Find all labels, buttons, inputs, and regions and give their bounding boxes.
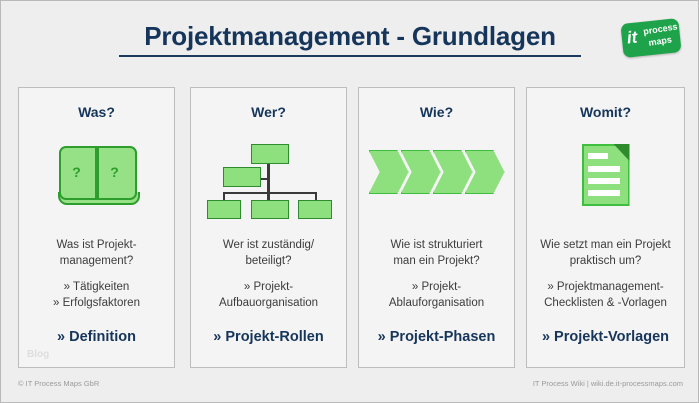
footer-copyright: © IT Process Maps GbR [18,379,100,388]
page-header: Projektmanagement - Grundlagen it proces… [1,1,698,77]
org-box-bottom-3 [297,200,332,219]
book-question-right: ? [110,164,119,180]
card-sublink[interactable]: » Projektmanagement- [547,281,664,294]
card-sublinks: » Projekt- Ablauforganisation [365,280,508,311]
logo-process-text: process [642,21,679,37]
card-sublink[interactable]: » Erfolgsfaktoren [53,296,140,309]
page-footer: © IT Process Maps GbR IT Process Wiki | … [1,370,698,402]
logo-maps-text: maps [647,34,673,48]
card-icon-area [359,136,514,228]
page-title: Projektmanagement - Grundlagen [119,21,581,58]
logo-it-text: it [625,27,639,48]
card-title: Womit? [579,104,632,120]
org-box-top [250,144,289,164]
org-connector-vertical-main [266,164,270,204]
card-sublink[interactable]: Aufbauorganisation [218,296,319,309]
blog-watermark: Blog [27,349,50,360]
card-title: Was? [78,104,115,120]
chevron-phases-icon [368,150,505,194]
page-title-text: Projektmanagement - Grundlagen [144,21,556,51]
document-text-line [587,153,608,159]
card-question-line1: Wie setzt man ein Projekt [540,239,671,251]
card-question: Was ist Projekt- management? [25,238,168,269]
card-title: Wie? [419,104,454,120]
chevron-1 [368,150,409,194]
org-connector-to-left-box [256,178,269,180]
org-connector-drop-left [222,192,225,202]
it-process-maps-logo[interactable]: it process maps [620,18,682,58]
org-connector-horizontal-bus [222,192,317,194]
book-question-left: ? [72,164,81,180]
document-text-line [587,178,620,184]
card-question: Wer ist zuständig/ beteiligt? [197,238,340,269]
document-text-line [587,166,620,172]
card-icon-area [191,136,346,228]
card-question-line2: beteiligt? [245,254,292,267]
card-title: Wer? [251,104,286,120]
card-womit[interactable]: Womit? Wie setzt man ein Projekt praktis… [526,87,685,368]
card-body: Wer ist zuständig/ beteiligt? » Projekt-… [197,238,340,311]
footer-source-link[interactable]: IT Process Wiki | wiki.de.it-processmaps… [532,379,683,388]
card-cta-link[interactable]: » Projekt-Vorlagen [541,329,670,345]
document-text-line [587,190,620,196]
card-wer[interactable]: Wer? [190,87,347,368]
card-cta-link[interactable]: » Projekt-Rollen [213,329,324,345]
card-grid: Was? ? ? Was ist Projekt- management? [1,87,698,370]
card-question-line1: Was ist Projekt- [56,239,137,251]
document-icon [581,144,630,206]
org-box-bottom-2 [250,200,289,219]
card-question-line2: praktisch um? [569,254,642,267]
card-cta-link[interactable]: » Projekt-Phasen [377,329,496,345]
card-sublinks: » Projektmanagement- Checklisten & -Vorl… [533,280,678,311]
card-sublink[interactable]: » Projekt- [243,281,294,294]
card-question-line2: man ein Projekt? [393,254,480,267]
open-book-icon: ? ? [57,144,140,206]
card-question: Wie ist strukturiert man ein Projekt? [365,238,508,269]
card-body: Wie ist strukturiert man ein Projekt? » … [365,238,508,311]
card-was[interactable]: Was? ? ? Was ist Projekt- management? [18,87,175,368]
card-body: Was ist Projekt- management? » Tätigkeit… [25,238,168,311]
card-sublink[interactable]: Ablauforganisation [388,296,485,309]
card-sublinks: » Projekt- Aufbauorganisation [197,280,340,311]
card-icon-area: ? ? [19,136,174,228]
card-wie[interactable]: Wie? Wie ist strukturiert man ein Projek… [358,87,515,368]
card-icon-area [527,136,684,228]
book-spine [94,146,99,198]
card-question: Wie setzt man ein Projekt praktisch um? [533,238,678,269]
org-chart-icon [205,140,333,220]
org-connector-drop-right [314,192,317,202]
card-sublink[interactable]: » Projekt- [411,281,462,294]
card-body: Wie setzt man ein Projekt praktisch um? … [533,238,678,311]
card-cta-link[interactable]: » Definition [57,329,136,345]
org-box-bottom-1 [206,200,241,219]
org-box-mid-left [222,167,261,187]
card-question-line1: Wie ist strukturiert [390,239,483,251]
card-sublinks: » Tätigkeiten » Erfolgsfaktoren [25,280,168,311]
card-question-line2: management? [59,254,134,267]
card-question-line1: Wer ist zuständig/ [222,239,315,251]
card-sublink[interactable]: » Tätigkeiten [63,281,130,294]
card-sublink[interactable]: Checklisten & -Vorlagen [544,296,667,309]
